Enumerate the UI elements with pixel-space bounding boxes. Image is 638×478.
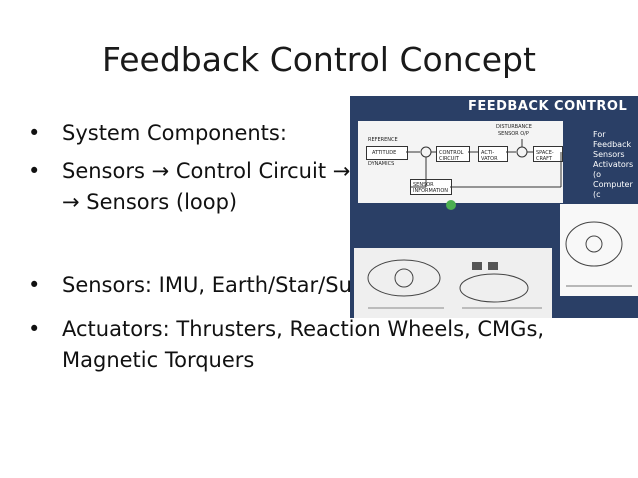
label-disturbance: DISTURBANCE: [496, 124, 532, 130]
label-activator: ACTI-VATOR: [481, 150, 498, 162]
attitude-box: ATTITUDE: [366, 146, 408, 160]
side-text: For Feedback Sensors Activators (o Compu…: [593, 130, 638, 200]
bullet-item: Actuators: Thrusters, Reaction Wheels, C…: [28, 314, 608, 376]
feedback-control-image: FEEDBACK CONTROL REFERENCE ATTITUDE DYNA…: [350, 96, 638, 318]
label-spacecraft: SPACE-CRAFT: [536, 150, 554, 162]
spacecraft-box: SPACE-CRAFT: [533, 146, 563, 162]
slide-title: Feedback Control Concept: [102, 40, 536, 79]
bullet-item: System Components:: [28, 118, 287, 149]
feedback-block-diagram: REFERENCE ATTITUDE DYNAMICS DISTURBANCE …: [358, 121, 563, 203]
side-text-line: Sensors: [593, 150, 625, 159]
label-control-circuit: CONTROL CIRCUIT: [439, 150, 464, 162]
control-circuit-box: CONTROL CIRCUIT: [436, 146, 470, 162]
cursor-icon: [446, 200, 456, 210]
image-title: FEEDBACK CONTROL: [468, 99, 628, 114]
label-reference: REFERENCE: [368, 137, 398, 143]
orbit-diagram-right: [560, 204, 638, 296]
label-sensor-information: SENSOR INFORMATION: [413, 182, 449, 194]
diagram-arrows: [406, 139, 562, 188]
side-text-line: Activators (o: [593, 160, 634, 179]
label-sensor-op: SENSOR O/P: [498, 131, 529, 137]
label-dynamics: DYNAMICS: [368, 161, 395, 167]
label-attitude: ATTITUDE: [372, 150, 397, 156]
side-text-line: For Feedback: [593, 130, 632, 149]
orbit-sketch: [565, 221, 632, 287]
stabilization-diagrams: [354, 248, 552, 318]
side-text-line: Computer (c: [593, 180, 633, 199]
sensor-information-box: SENSOR INFORMATION: [410, 179, 452, 195]
stabilization-sketch: [367, 259, 542, 309]
activator-box: ACTI-VATOR: [478, 146, 508, 162]
